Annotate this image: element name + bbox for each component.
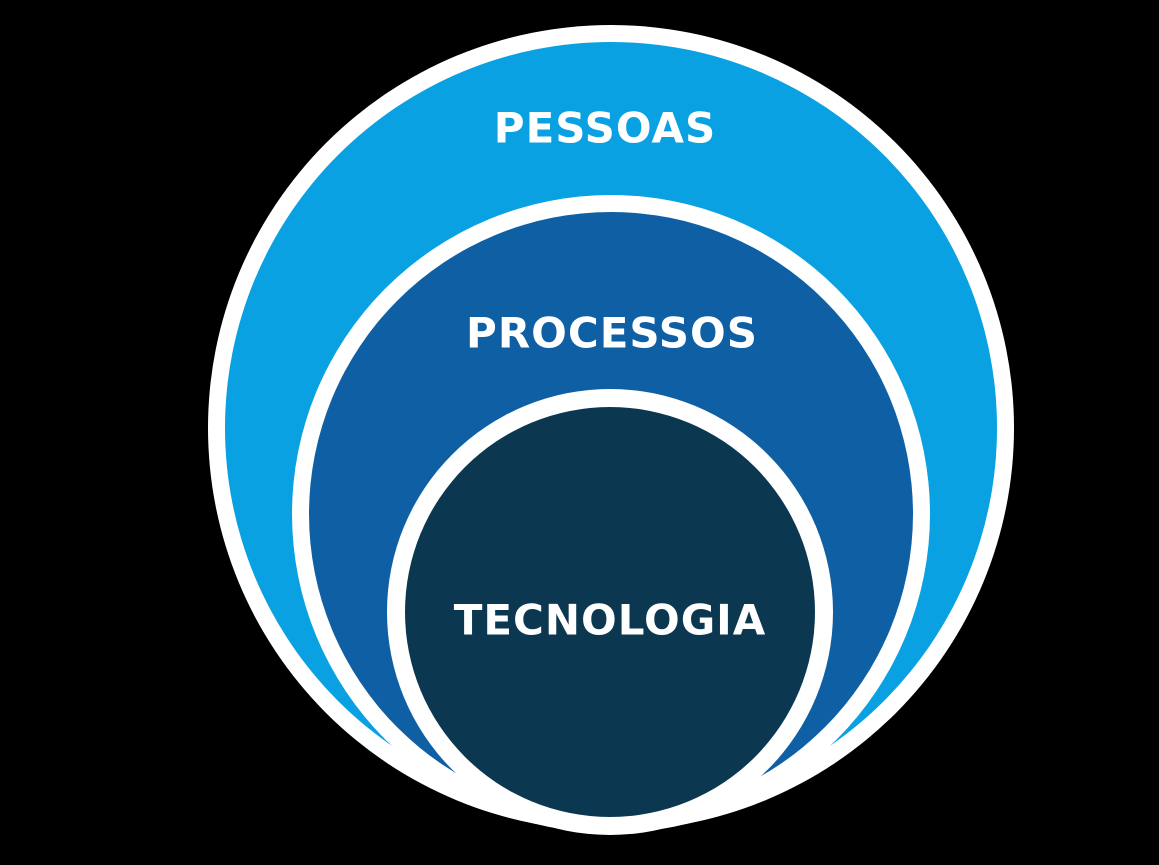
ring-label-tecnologia: TECNOLOGIA [454, 596, 767, 645]
ring-tecnologia [387, 389, 833, 835]
ring-tecnologia-fill [405, 407, 815, 817]
ring-label-pessoas: PESSOAS [494, 104, 716, 153]
ring-label-processos: PROCESSOS [466, 309, 758, 358]
